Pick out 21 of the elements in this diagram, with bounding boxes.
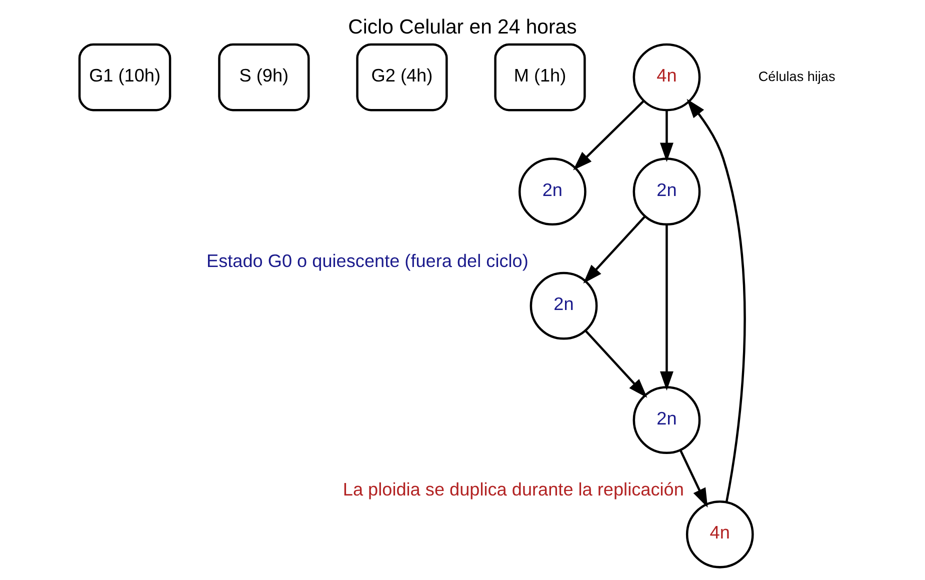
node-circle: 2n (518, 158, 586, 226)
node-label: La ploidia se duplica durante la replicación (342, 480, 684, 500)
node-label: Estado G0 o quiescente (fuera del ciclo) (206, 251, 528, 272)
arrow (584, 330, 648, 398)
node-circle: 4n (632, 43, 701, 112)
arrow (583, 216, 646, 284)
node-circle: 2n (632, 386, 701, 454)
arrow (686, 98, 746, 502)
label: Células hijas (758, 68, 836, 84)
arrow (660, 224, 674, 391)
node-box: G1 (10h) (78, 43, 172, 112)
arrow (679, 450, 708, 508)
node-circle: 2n (632, 158, 701, 226)
arrow (573, 100, 644, 170)
arrow (660, 110, 674, 162)
node-box: G2 (4h) (356, 43, 448, 112)
node-box: M (1h) (494, 43, 586, 112)
node-box: S (9h) (218, 43, 310, 112)
node-circle: 2n (530, 272, 598, 340)
diagram-title: Ciclo Celular en 24 horas (348, 16, 577, 39)
node-circle: 4n (686, 500, 754, 568)
